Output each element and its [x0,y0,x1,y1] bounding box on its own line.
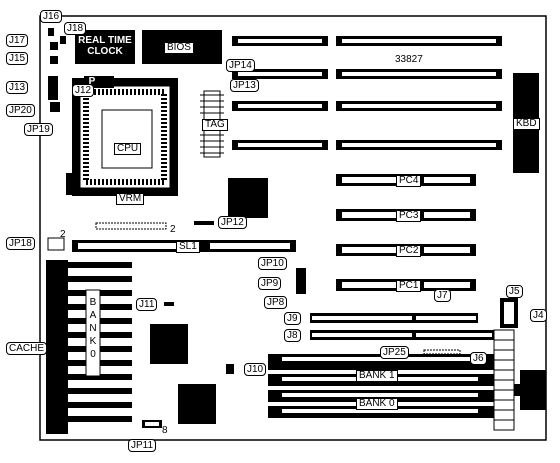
left-jumper-block [48,28,66,112]
j16-label: J16 [40,10,63,23]
j18-label: J18 [64,22,87,35]
j6-label: J6 [470,352,487,365]
tag-label: TAG [202,119,228,131]
pc2-label: PC2 [396,245,422,257]
board-number: 33827 [395,54,423,65]
j7-label: J7 [434,289,451,302]
vrm-connector [95,222,167,230]
jp14-label: JP14 [226,59,255,72]
jp11-pin-number: 8 [162,425,168,436]
bios-label: BIOS [164,42,194,54]
j5-label: J5 [506,285,523,298]
rtc-label-line1: REAL TIME [78,35,132,46]
j4-label: J4 [530,309,547,322]
cpu-pin-marker: P [88,76,96,87]
j11-label: J11 [136,298,158,311]
j13-label: J13 [6,81,29,94]
rtc-label-line2: CLOCK [87,46,123,57]
pc3-label: PC3 [396,210,422,222]
j9-label: J9 [284,312,301,325]
kbd-label: KBD [513,118,540,130]
cpu-label: CPU [114,143,142,155]
bank1-label: BANK 1 [356,370,398,382]
board-outline [39,15,547,441]
jp18-pin-number: 2 [60,229,66,240]
pc1-label: PC1 [396,280,422,292]
chipset-3 [178,384,216,424]
cache-label: CACHE [6,342,48,355]
keyboard-connector [520,370,546,410]
j12-label: J12 [72,84,95,97]
chipset-2 [150,324,188,364]
rtc-chip [75,30,135,64]
jp12-label: JP12 [218,216,247,229]
jp9-label: JP9 [258,277,282,290]
vrm-pin-number: 2 [170,224,176,235]
isa-slots-upper [232,36,502,150]
j10-label: J10 [244,363,267,376]
jp11-label: JP11 [128,439,157,452]
bank0-vertical-label: BANK 0 [89,297,97,360]
j8-label: J8 [284,329,301,342]
sl1-label: SL1 [176,241,200,253]
pc4-label: PC4 [396,175,422,187]
pc-slots [336,174,476,291]
jp18-label: JP18 [6,237,35,250]
jp20-label: JP20 [6,104,35,117]
bank0-label: BANK 0 [356,398,398,410]
jp8-label: JP8 [264,296,288,309]
jp10-label: JP10 [258,257,287,270]
vrm-label: VRM [116,193,145,205]
jp13-label: JP13 [230,79,259,92]
j15-label: J15 [6,52,29,65]
j17-label: J17 [6,34,29,47]
jp19-label: JP19 [24,123,53,136]
chipset-1 [228,178,268,218]
isa-slot-gaps [238,39,496,147]
jp25-label: JP25 [380,346,409,359]
